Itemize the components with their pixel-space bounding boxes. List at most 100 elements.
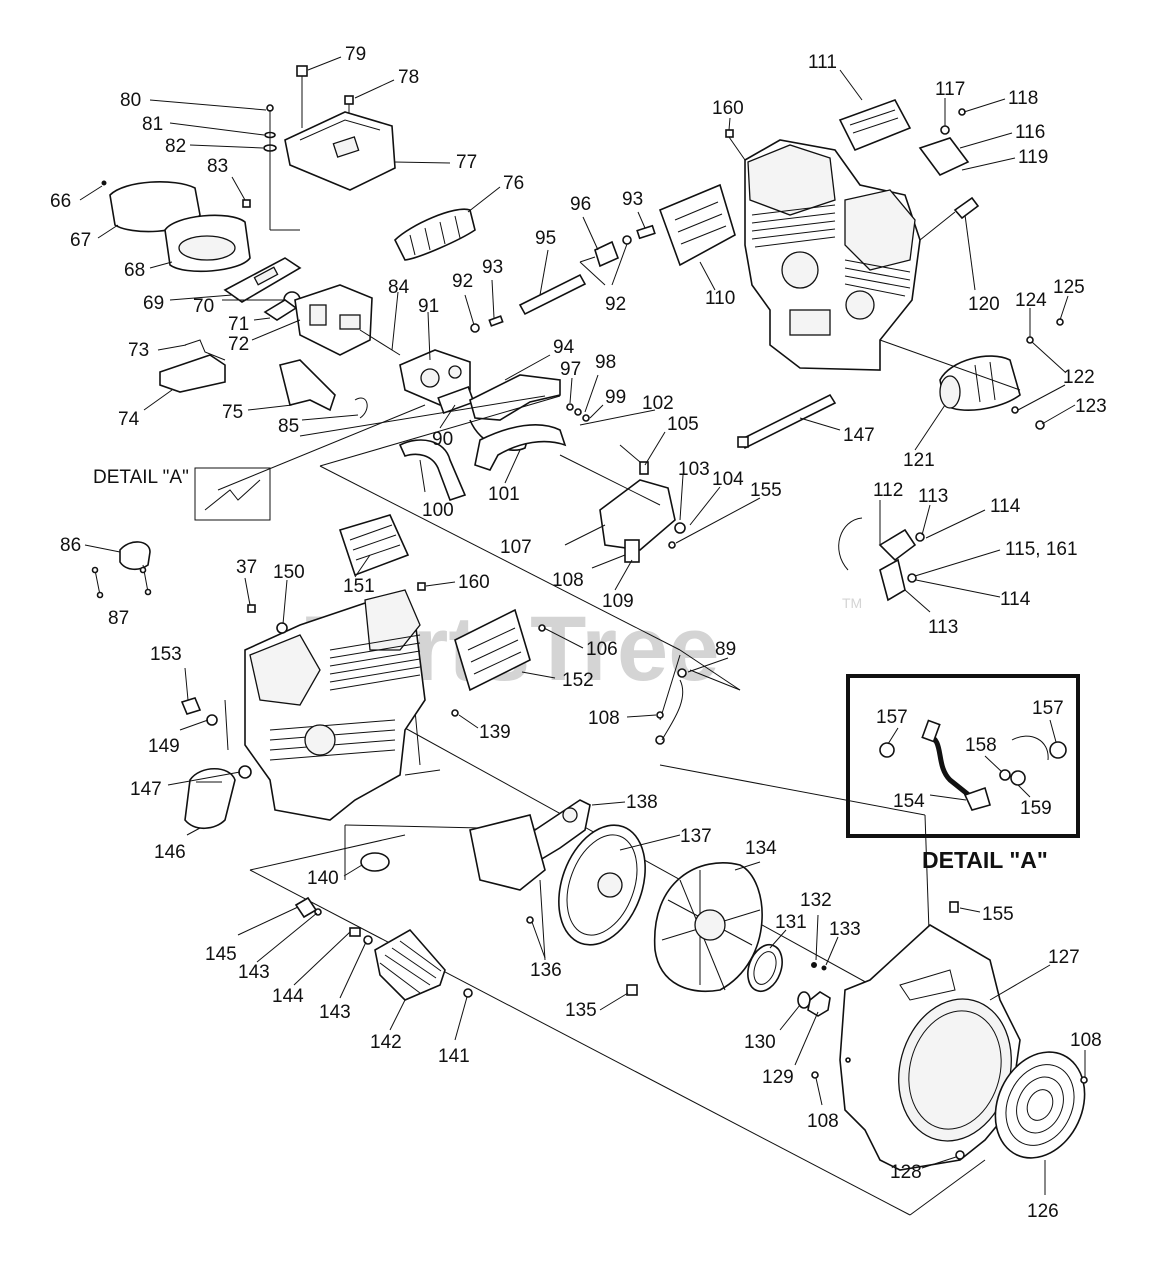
part-147-dipstick-tube xyxy=(738,393,837,450)
callout-111: 111 xyxy=(808,52,837,73)
callout-67: 67 xyxy=(70,230,91,251)
callout-95: 95 xyxy=(535,228,556,249)
callout-70: 70 xyxy=(193,296,214,317)
callout-85: 85 xyxy=(278,416,299,437)
callout-115-161: 115, 161 xyxy=(1005,539,1078,560)
lower-left-parts xyxy=(294,852,473,1001)
callout-116: 116 xyxy=(1015,122,1045,143)
callout-114a: 114 xyxy=(990,496,1021,517)
detail-a-caption: DETAIL "A" xyxy=(922,847,1048,873)
part-151-decal xyxy=(338,514,410,577)
part-142-muffler-screen xyxy=(374,928,446,1001)
callout-110: 110 xyxy=(705,288,735,309)
detail-a-box-small xyxy=(194,467,271,521)
callout-80: 80 xyxy=(120,90,141,111)
callout-92a: 92 xyxy=(452,271,473,292)
callout-126: 126 xyxy=(1027,1201,1059,1222)
callout-112: 112 xyxy=(873,480,903,501)
part-146-oil-filter xyxy=(184,767,236,830)
callout-90: 90 xyxy=(432,429,453,450)
callout-74: 74 xyxy=(118,409,140,430)
detail-a-label: DETAIL "A" xyxy=(93,467,189,488)
callout-150: 150 xyxy=(273,562,305,583)
callout-132: 132 xyxy=(800,890,832,911)
callout-89: 89 xyxy=(715,639,736,660)
callout-labels: 79 78 80 81 82 83 77 76 66 67 68 69 70 7… xyxy=(50,44,1107,1222)
callout-157a: 157 xyxy=(876,707,908,728)
callout-108c: 108 xyxy=(1070,1030,1102,1051)
callout-147a: 147 xyxy=(843,425,875,446)
part-136-ignition-bracket xyxy=(469,814,546,891)
callout-69: 69 xyxy=(143,293,164,314)
callout-137: 137 xyxy=(680,826,712,847)
callout-68: 68 xyxy=(124,260,145,281)
callout-123: 123 xyxy=(1075,396,1107,417)
callout-108b: 108 xyxy=(588,708,620,729)
callout-66: 66 xyxy=(50,191,71,212)
callout-155b: 155 xyxy=(982,904,1014,925)
part-74-bracket xyxy=(159,354,226,393)
callout-103: 103 xyxy=(678,459,710,480)
callout-127: 127 xyxy=(1048,947,1080,968)
carburetor-intake-assembly xyxy=(398,224,686,563)
part-111-decal xyxy=(838,99,912,152)
callout-157b: 157 xyxy=(1032,698,1064,719)
callout-135: 135 xyxy=(565,1000,597,1021)
callout-133: 133 xyxy=(829,919,861,940)
callout-79: 79 xyxy=(345,44,366,65)
callout-131: 131 xyxy=(775,912,807,933)
governor-parts xyxy=(838,517,925,602)
callout-134: 134 xyxy=(745,838,777,859)
callout-159: 159 xyxy=(1020,798,1052,819)
callout-94: 94 xyxy=(553,337,575,358)
callout-149: 149 xyxy=(148,736,180,757)
part-78-screw xyxy=(344,95,354,105)
callout-93b: 93 xyxy=(622,189,643,210)
callout-143a: 143 xyxy=(238,962,270,983)
callout-78: 78 xyxy=(398,67,419,88)
callout-76: 76 xyxy=(503,173,524,194)
callout-73: 73 xyxy=(128,340,149,361)
callout-87: 87 xyxy=(108,608,129,629)
callout-152: 152 xyxy=(562,670,594,691)
callout-155a: 155 xyxy=(750,480,782,501)
part-101-manifold xyxy=(474,424,567,471)
callout-93a: 93 xyxy=(482,257,503,278)
callout-75: 75 xyxy=(222,402,243,423)
callout-99: 99 xyxy=(605,387,626,408)
callout-71: 71 xyxy=(228,314,249,335)
callout-128: 128 xyxy=(890,1162,922,1183)
callout-108d: 108 xyxy=(807,1111,839,1132)
callout-145: 145 xyxy=(205,944,237,965)
callout-102: 102 xyxy=(642,393,674,414)
callout-108a: 108 xyxy=(552,570,584,591)
callout-91: 91 xyxy=(418,296,439,317)
part-120-spark-plug xyxy=(953,196,980,220)
callout-120: 120 xyxy=(968,294,1000,315)
callout-37: 37 xyxy=(236,557,257,578)
engine-assembly-top xyxy=(658,99,1064,450)
detail-a-panel xyxy=(846,674,1080,838)
callout-113a: 113 xyxy=(918,486,948,507)
part-76-breather-tube xyxy=(394,208,476,261)
callout-101: 101 xyxy=(488,484,520,505)
callout-144: 144 xyxy=(272,986,304,1007)
part-100-tube xyxy=(398,439,467,502)
callout-136: 136 xyxy=(530,960,562,981)
callout-151: 151 xyxy=(343,576,375,597)
callout-113b: 113 xyxy=(928,617,958,638)
part-86-fuel-solenoid xyxy=(119,541,151,571)
callout-154: 154 xyxy=(893,791,925,812)
watermark-tm: TM xyxy=(842,595,862,611)
callout-119: 119 xyxy=(1018,147,1048,168)
part-79-screw xyxy=(296,65,308,77)
part-95-fuel-tube xyxy=(518,273,587,316)
callout-141: 141 xyxy=(438,1046,470,1067)
callout-98: 98 xyxy=(595,352,616,373)
callout-146: 146 xyxy=(154,842,186,863)
part-67-pre-cleaner xyxy=(109,181,201,233)
callout-72: 72 xyxy=(228,334,249,355)
callout-105: 105 xyxy=(667,414,699,435)
callout-104: 104 xyxy=(712,469,744,490)
callout-139: 139 xyxy=(479,722,511,743)
